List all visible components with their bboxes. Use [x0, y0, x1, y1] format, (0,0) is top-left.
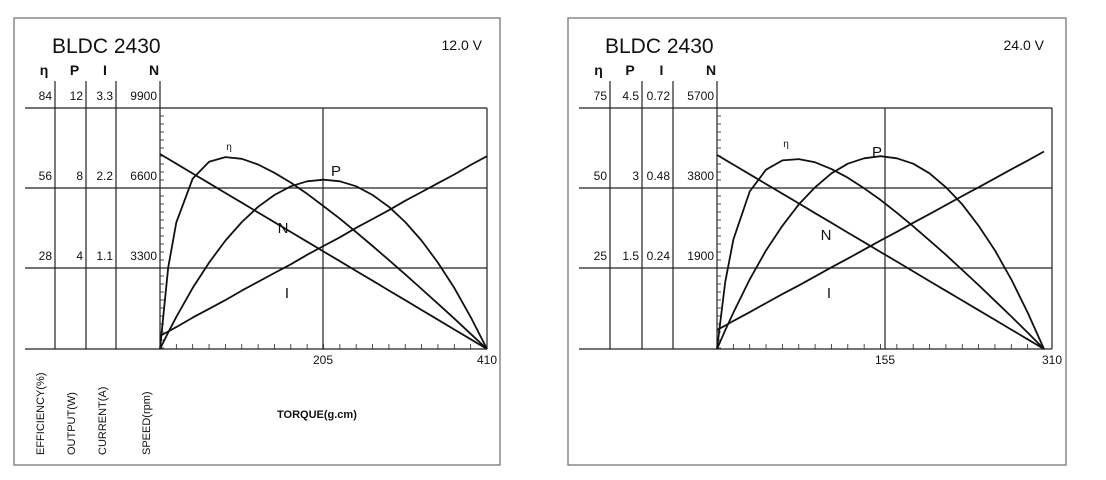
scale-header-eta: η: [594, 62, 603, 78]
x-tick-label: 205: [313, 353, 333, 367]
scale-value-eta: 25: [594, 249, 608, 263]
curve-I: [159, 155, 488, 337]
scale-value-eta: 84: [39, 89, 53, 103]
axis-label-N: SPEED(rpm): [141, 391, 153, 455]
curve-label: P: [872, 144, 882, 161]
x-tick-label: 410: [477, 353, 497, 367]
scale-value-I: 3.3: [96, 89, 113, 103]
scale-value-P: 4: [76, 249, 83, 263]
chart-frame: [13, 17, 501, 466]
curve-label: N: [821, 227, 832, 244]
scale-value-N: 3300: [130, 249, 157, 263]
scale-value-I: 0.48: [647, 169, 671, 183]
curve-label: η: [783, 139, 789, 150]
scale-value-eta: 75: [594, 89, 608, 103]
voltage-label: 24.0 V: [1004, 37, 1045, 53]
scale-header-eta: η: [40, 62, 49, 78]
curve-eta: [159, 156, 488, 350]
scale-value-eta: 56: [39, 169, 53, 183]
curve-P: [159, 178, 488, 350]
axis-label-eta: EFFICIENCY(%): [35, 373, 47, 456]
scale-value-I: 0.72: [647, 89, 671, 103]
scale-value-eta: 28: [39, 249, 53, 263]
curve-label: I: [827, 285, 831, 302]
scale-header-P: P: [625, 62, 634, 78]
chart-title: BLDC 2430: [52, 35, 161, 58]
curve-N: [716, 154, 1045, 350]
scale-value-I: 0.24: [647, 249, 671, 263]
voltage-label: 12.0 V: [442, 37, 483, 53]
scale-value-P: 1.5: [622, 249, 639, 263]
axis-label-I: CURRENT(A): [97, 387, 109, 455]
curve-eta: [716, 158, 1045, 350]
scale-header-N: N: [706, 62, 716, 78]
curve-P: [716, 155, 1045, 350]
scale-value-P: 3: [632, 169, 639, 183]
chart-title: BLDC 2430: [605, 35, 714, 58]
scale-value-I: 1.1: [96, 249, 113, 263]
scale-value-eta: 50: [594, 169, 608, 183]
scale-value-N: 1900: [687, 249, 714, 263]
x-tick-label: 310: [1042, 353, 1062, 367]
curve-label: P: [331, 163, 341, 180]
scale-value-N: 9900: [130, 89, 157, 103]
chart-frame: [567, 17, 1067, 466]
scale-value-N: 3800: [687, 169, 714, 183]
curve-label: η: [226, 142, 232, 153]
curve-I: [716, 150, 1045, 331]
scale-value-P: 8: [76, 169, 83, 183]
curve-label: N: [278, 220, 289, 237]
curve-N: [159, 153, 488, 350]
scale-header-I: I: [103, 62, 107, 78]
scale-value-I: 2.2: [96, 169, 113, 183]
curve-label: I: [285, 285, 289, 302]
scale-value-N: 6600: [130, 169, 157, 183]
scale-value-P: 4.5: [622, 89, 639, 103]
x-tick-label: 155: [875, 353, 895, 367]
scale-header-N: N: [149, 62, 159, 78]
scale-header-P: P: [70, 62, 79, 78]
scale-header-I: I: [660, 62, 664, 78]
x-axis-label: TORQUE(g.cm): [277, 409, 357, 421]
scale-value-P: 12: [70, 89, 84, 103]
scale-value-N: 5700: [687, 89, 714, 103]
axis-label-P: OUTPUT(W): [66, 392, 78, 455]
